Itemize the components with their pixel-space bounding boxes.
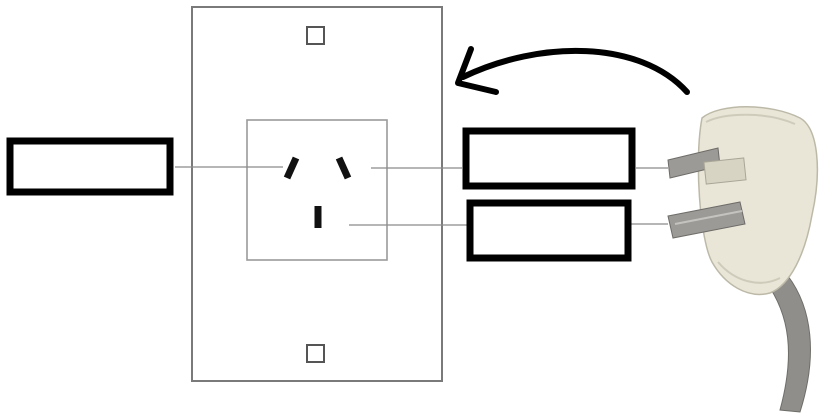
label-box-right-bottom[interactable]: [470, 203, 628, 258]
socket-outlet-icon: [247, 120, 387, 260]
label-box-left[interactable]: [10, 141, 170, 192]
plug-top-pin-sleeve: [704, 158, 746, 184]
plug-body: [698, 107, 817, 295]
curved-arrow-icon: [458, 49, 687, 92]
plug-cable: [766, 276, 810, 412]
plug-icon: [668, 107, 817, 412]
label-box-right-top[interactable]: [466, 131, 632, 186]
